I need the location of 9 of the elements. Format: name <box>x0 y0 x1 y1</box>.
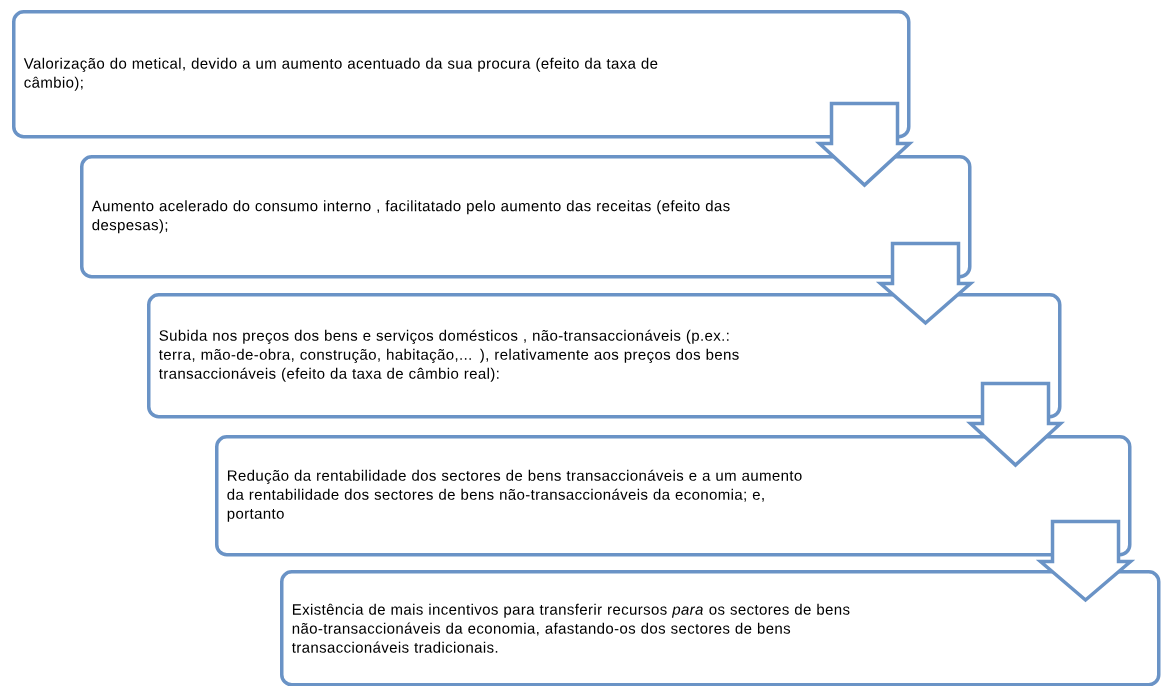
block-arrow <box>875 241 976 326</box>
process-box: Valorização do metical, devido a um aumento acentuado da sua procura (efeito da taxa de câmbio); <box>12 10 911 139</box>
process-box: Subida nos preços dos bens e serviços domésticos , não-transaccionáveis (p.ex.: terra, mão-de-obra, construção, habitação,... ), relativamente aos preços dos bens transaccionáveis (efeito da taxa de câmbio real): <box>147 293 1062 419</box>
process-box: Existência de mais incentivos para transferir recursos para os sectores de bens não-transaccionáveis da economia, afastando-os dos sectores de bens transaccionáveis tradicionais. <box>280 570 1161 686</box>
block-arrow <box>966 381 1065 468</box>
process-box: Redução da rentabilidade dos sectores de bens transaccionáveis e a um aumento da rentabilidade dos sectores de bens não-transaccionáveis da economia; e, portanto <box>215 435 1132 557</box>
process-box: Aumento acelerado do consumo interno , facilitatado pelo aumento das receitas (efeito das despesas); <box>80 155 972 279</box>
block-arrow <box>1035 519 1136 603</box>
block-arrow <box>815 101 914 188</box>
